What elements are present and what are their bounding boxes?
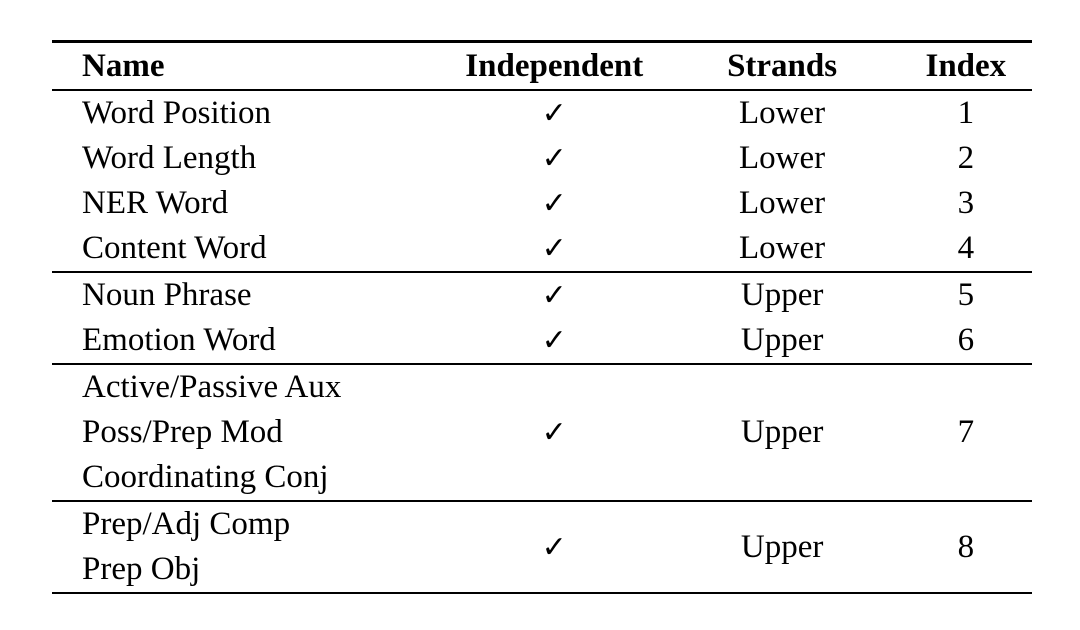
strands-value: Upper [740,277,824,313]
index-value: 4 [957,230,975,266]
strands-cell: Upper [665,364,900,501]
index-value: 5 [957,277,975,313]
checkmark-icon: ✓ [541,529,567,565]
feature-name-line: Content Word [82,230,267,266]
strands-cell: Upper [665,272,900,318]
strands-value: Lower [739,95,826,131]
independent-cell: ✓ [444,136,665,181]
independent-cell: ✓ [444,181,665,226]
table-row: Emotion Word ✓ Upper 6 [52,318,1032,364]
index-cell: 1 [900,90,1032,136]
feature-name-cell: NER Word [52,181,444,226]
table-group-2: Noun Phrase ✓ Upper 5 Emotion Word ✓ Upp… [52,272,1032,364]
independent-cell: ✓ [444,272,665,318]
column-header-name: Name [82,48,165,84]
index-cell: 5 [900,272,1032,318]
feature-name-line: Prep Obj [82,551,201,587]
feature-name-cell: Word Position [52,90,444,136]
table-row: Noun Phrase ✓ Upper 5 [52,272,1032,318]
feature-name-line: Emotion Word [82,322,276,358]
strands-cell: Lower [665,226,900,272]
feature-name-line: Noun Phrase [82,277,252,313]
strands-value: Upper [740,528,824,565]
index-value: 1 [957,95,975,131]
feature-name-line: NER Word [82,185,229,221]
table-row: Content Word ✓ Lower 4 [52,226,1032,272]
feature-name-line: Poss/Prep Mod [82,414,283,450]
feature-name-cell: Content Word [52,226,444,272]
index-cell: 8 [900,501,1032,593]
column-header-index: Index [925,48,1007,84]
checkmark-icon: ✓ [541,415,567,450]
independent-cell: ✓ [444,501,665,593]
index-cell: 2 [900,136,1032,181]
index-cell: 6 [900,318,1032,364]
strands-value: Lower [739,140,826,176]
strands-cell: Upper [665,318,900,364]
features-table: Name Independent Strands Index Word Posi… [52,40,1032,594]
strands-value: Lower [739,185,826,221]
index-cell: 7 [900,364,1032,501]
feature-name-line: Coordinating Conj [82,459,329,495]
index-value: 7 [957,414,975,450]
strands-cell: Lower [665,181,900,226]
index-value: 8 [957,528,975,565]
table-group-1: Word Position ✓ Lower 1 Word Length ✓ Lo… [52,90,1032,272]
independent-cell: ✓ [444,226,665,272]
header-row: Name Independent Strands Index [52,42,1032,91]
checkmark-icon: ✓ [541,96,567,131]
feature-name-cell: Emotion Word [52,318,444,364]
checkmark-icon: ✓ [541,323,567,358]
index-value: 6 [957,322,975,358]
column-header-strands: Strands [727,48,838,84]
table-row: Word Length ✓ Lower 2 [52,136,1032,181]
feature-name-line: Word Position [82,95,271,131]
strands-value: Upper [740,322,824,358]
strands-cell: Lower [665,90,900,136]
table-row: Word Position ✓ Lower 1 [52,90,1032,136]
index-value: 2 [957,140,975,176]
strands-cell: Lower [665,136,900,181]
strands-value: Upper [740,414,824,450]
checkmark-icon: ✓ [541,278,567,313]
table-header: Name Independent Strands Index [52,41,1032,91]
checkmark-icon: ✓ [541,186,567,221]
feature-name-line: Active/Passive Aux [82,369,342,405]
strands-value: Lower [739,230,826,266]
feature-name-line: Prep/Adj Comp [82,506,291,542]
independent-cell: ✓ [444,364,665,501]
strands-cell: Upper [665,501,900,593]
index-cell: 3 [900,181,1032,226]
checkmark-icon: ✓ [541,231,567,266]
feature-name-line: Word Length [82,140,257,176]
index-cell: 4 [900,226,1032,272]
independent-cell: ✓ [444,90,665,136]
feature-name-cell: Word Length [52,136,444,181]
table-row: NER Word ✓ Lower 3 [52,181,1032,226]
column-header-independent: Independent [465,48,644,84]
independent-cell: ✓ [444,318,665,364]
checkmark-icon: ✓ [541,141,567,176]
feature-name-cell: Noun Phrase [52,272,444,318]
index-value: 3 [957,185,975,221]
